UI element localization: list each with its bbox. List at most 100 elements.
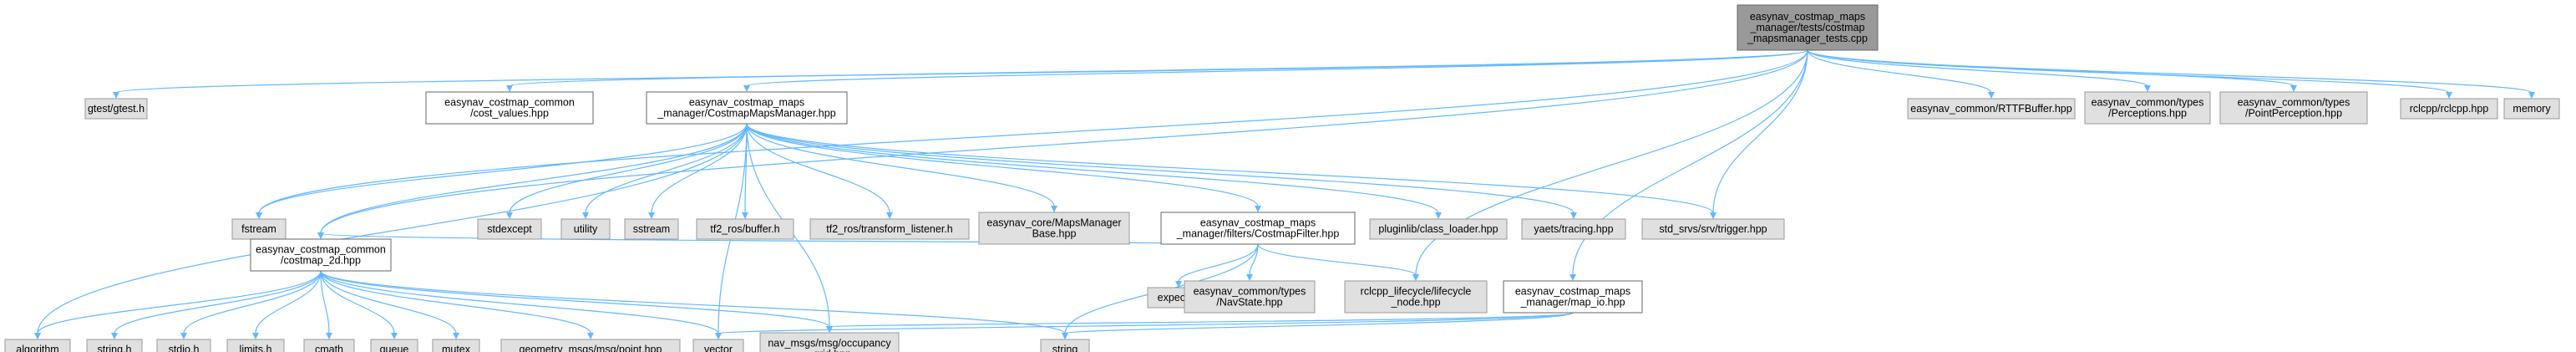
edge-root-to-gtest (115, 49, 1808, 94)
arrowhead-root-to-rclcpp (2446, 92, 2452, 99)
node-label-queue-line-0: queue (380, 344, 409, 352)
edge-costmap2d-to-occupancy (320, 270, 830, 328)
node-label-costmapfilter-line-1: _manager/filters/CostmapFilter.hpp (1176, 228, 1340, 240)
edge-mapsmanager-to-fstream (258, 123, 748, 214)
node-box-rclcpp (2400, 98, 2498, 120)
node-label-costvalues-line-0: easynav_costmap_common (444, 97, 575, 109)
node-sstream: sstream (624, 218, 679, 240)
node-box-string (1040, 339, 1090, 352)
node-box-perceptions (2084, 91, 2211, 125)
arrowhead-mapsmanager-to-utility (582, 212, 589, 219)
node-gtest: gtest/gtest.h (84, 98, 148, 120)
node-label-mapsmanagerbase-line-0: easynav_core/MapsManager (986, 217, 1121, 229)
node-queue: queue (370, 339, 418, 352)
node-label-limitsh-line-0: limits.h (240, 344, 272, 352)
node-label-mapsmanagerbase-line-1: Base.hpp (1032, 228, 1077, 240)
node-stdioh: stdio.h (156, 339, 211, 352)
edge-mapsmanager-to-classloader (746, 123, 1439, 214)
node-label-costmap2d-line-1: /costmap_2d.hpp (281, 255, 361, 267)
edge-root-to-lifecycle (1415, 49, 1808, 276)
node-utility: utility (560, 218, 611, 240)
edge-mapsmanager-to-trigger (746, 123, 1714, 214)
node-label-navstate-line-1: /NavState.hpp (1216, 297, 1282, 309)
node-limitsh: limits.h (226, 339, 285, 352)
edge-root-to-trigger (1712, 49, 1808, 214)
node-point: geometry_msgs/msg/point.hpp (500, 339, 681, 352)
node-label-costmapfilter-line-0: easynav_costmap_maps (1200, 217, 1316, 229)
edge-mapsmanager-to-mapsmanagerbase (746, 123, 1055, 207)
edge-costmap2d-to-point (320, 270, 591, 334)
arrowhead-root-to-memory (2528, 92, 2535, 99)
arrowhead-costmapfilter-to-expected (1175, 281, 1182, 288)
arrowhead-costmap2d-to-point (587, 333, 594, 339)
arrowhead-costmapfilter-to-navstate (1246, 274, 1253, 281)
node-label-memory-line-0: memory (2513, 103, 2551, 115)
node-label-tf2listener-line-0: tf2_ros/transform_listener.h (826, 223, 953, 235)
node-box-stdioh (156, 339, 211, 352)
node-costmapfilter[interactable]: easynav_costmap_maps_manager/filters/Cos… (1160, 212, 1356, 245)
node-costvalues[interactable]: easynav_costmap_common/cost_values.hpp (425, 91, 594, 125)
node-label-mapsmanager-line-0: easynav_costmap_maps (689, 97, 804, 109)
node-label-occupancy-line-1: _grid.hpp (807, 349, 851, 352)
node-label-rtt-line-0: easynav_common/RTTFBuffer.hpp (1910, 103, 2071, 115)
node-label-navstate-line-0: easynav_common/types (1194, 286, 1306, 298)
node-memory: memory (2503, 98, 2560, 120)
node-label-algorithm-line-0: algorithm (16, 344, 58, 352)
node-root[interactable]: easynav_costmap_maps_manager/tests/costm… (1737, 4, 1879, 51)
arrowhead-costmap2d-to-mutex (453, 333, 459, 339)
node-box-point (500, 339, 681, 352)
arrowhead-mapsmanager-to-stdexcept (506, 212, 513, 219)
arrowhead-costmapfilter-to-lifecycle (1412, 274, 1419, 281)
node-label-gtest-line-0: gtest/gtest.h (88, 103, 145, 115)
edge-costmap2d-to-algorithm (37, 270, 322, 334)
edge-costmap2d-to-limitsh (255, 270, 322, 334)
node-costmap2d[interactable]: easynav_costmap_common/costmap_2d.hpp (250, 238, 392, 272)
node-label-rclcpp-line-0: rclcpp/rclcpp.hpp (2410, 103, 2489, 115)
node-label-perceptions-line-1: /Perceptions.hpp (2108, 108, 2187, 120)
edge-mapsmanager-to-stdexcept (509, 123, 748, 214)
node-cmath: cmath (303, 339, 355, 352)
graph-nodes: easynav_costmap_maps_manager/tests/costm… (4, 4, 2560, 352)
edge-root-to-costvalues (509, 49, 1808, 87)
node-box-rtt (1907, 98, 2076, 120)
node-box-utility (560, 218, 611, 240)
node-perceptions: easynav_common/types/Perceptions.hpp (2084, 91, 2211, 125)
node-box-stdexcept (477, 218, 542, 240)
node-label-trigger-line-0: std_srvs/srv/trigger.hpp (1659, 223, 1767, 235)
node-label-utility-line-0: utility (574, 223, 598, 235)
node-label-root-line-0: easynav_costmap_maps (1750, 11, 1865, 23)
node-label-string-line-0: string (1052, 344, 1078, 352)
node-mapsmanager[interactable]: easynav_costmap_maps_manager/CostmapMaps… (646, 91, 848, 125)
arrowhead-mapsmanager-to-tf2listener (886, 212, 893, 219)
node-trigger: std_srvs/srv/trigger.hpp (1641, 218, 1785, 240)
node-label-stdioh-line-0: stdio.h (169, 344, 200, 352)
node-mapio[interactable]: easynav_costmap_maps_manager/map_io.hpp (1503, 280, 1643, 314)
node-pointperception: easynav_common/types/PointPerception.hpp (2219, 91, 2368, 125)
node-box-memory (2503, 98, 2560, 120)
node-classloader: pluginlib/class_loader.hpp (1369, 218, 1508, 240)
node-label-stringh-line-0: string.h (98, 344, 132, 352)
node-mutex: mutex (432, 339, 480, 352)
node-box-mapsmanager (646, 91, 848, 125)
node-fstream: fstream (231, 218, 287, 240)
arrowhead-costmapfilter-to-costmap2d (317, 232, 324, 239)
arrowhead-root-to-mapsmanager (743, 85, 750, 92)
arrowhead-root-to-costvalues (506, 85, 513, 92)
node-box-mapio (1503, 280, 1643, 314)
node-rtt: easynav_common/RTTFBuffer.hpp (1907, 98, 2076, 120)
arrowhead-mapio-to-occupancy (826, 326, 833, 333)
edge-costmap2d-to-mutex (320, 270, 457, 334)
edge-root-to-perceptions (1807, 49, 2148, 87)
node-label-cmath-line-0: cmath (315, 344, 343, 352)
edge-root-to-fstream (258, 49, 1808, 214)
arrowhead-root-to-mapio (1569, 274, 1576, 281)
node-rclcpp: rclcpp/rclcpp.hpp (2400, 98, 2498, 120)
node-box-gtest (84, 98, 148, 120)
arrowhead-mapio-to-string (1062, 333, 1068, 339)
node-box-algorithm (4, 339, 71, 352)
edge-mapio-to-occupancy (829, 312, 1574, 328)
node-box-costmap2d (250, 238, 392, 272)
node-box-vector (692, 339, 744, 352)
node-label-root-line-1: _manager/tests/costmap (1750, 22, 1865, 33)
